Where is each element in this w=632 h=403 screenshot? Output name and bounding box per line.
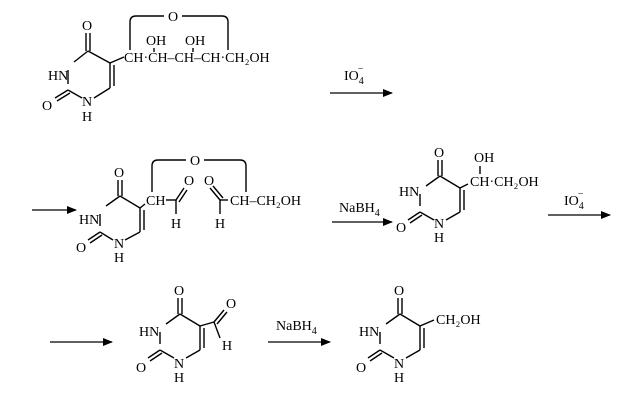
chain1-ring-o: O: [168, 10, 178, 25]
chain3-oh: OH: [474, 151, 494, 166]
chain2-ch: CH: [146, 194, 165, 209]
atom-o-c4: O: [82, 19, 92, 34]
arrow-periodate-2: IO4−: [548, 189, 611, 219]
molecule-1-nucleoside: O HN O N H CH·CH–CH–CH·CH₂OH OH OH O: [42, 10, 270, 125]
atom-o-ald-1: O: [184, 174, 194, 189]
arrow-periodate-1: IO4−: [330, 64, 393, 97]
molecule-3-diol: O HN O N H CH·CH₂OH OH: [396, 146, 539, 246]
reagent-borohydride-1: NaBH4: [339, 201, 380, 219]
atom-o-c4-2: O: [114, 166, 124, 181]
reagent-periodate-1: IO4−: [344, 64, 364, 87]
atom-hn-3: HN: [48, 69, 68, 84]
atom-h-ald-1: H: [171, 217, 181, 232]
arrow-borohydride-2: NaBH4: [268, 319, 331, 346]
molecule-4-aldehyde: O HN O N H O H: [136, 284, 236, 386]
molecule-2-dialdehyde: O HN O N H CH O H O H CH–CH₂OH O: [76, 154, 301, 266]
molecule-5-hydroxymethyluracil: O HN O N H CH₂OH: [356, 284, 481, 386]
chain2-ring-o: O: [190, 154, 200, 169]
atom-n-1-2: N: [114, 237, 124, 252]
chain1-text: CH·CH–CH–CH·CH₂OH: [124, 51, 270, 66]
atom-hn-3-5: HN: [359, 325, 379, 340]
atom-h-cho: H: [222, 339, 232, 354]
chain1-oh-2: OH: [185, 34, 205, 49]
atom-o-c4-5: O: [394, 284, 404, 299]
atom-h-n1-4: H: [174, 371, 184, 386]
atom-h-n1-2: H: [114, 251, 124, 266]
chain3-ch: CH·CH₂OH: [470, 175, 539, 190]
atom-hn-3-3: HN: [399, 185, 419, 200]
atom-o-c2-4: O: [136, 361, 146, 376]
atom-o-c2-2: O: [76, 241, 86, 256]
atom-h-n1-3: H: [434, 231, 444, 246]
chain5-ch2oh: CH₂OH: [436, 313, 481, 328]
reagent-borohydride-2: NaBH4: [276, 319, 317, 337]
atom-h-n1: H: [82, 110, 92, 125]
atom-n-1: N: [82, 95, 92, 110]
atom-o-c2-5: O: [356, 361, 366, 376]
atom-o-ald-2: O: [204, 174, 214, 189]
chain1-oh-1: OH: [146, 34, 166, 49]
atom-o-c2-3: O: [396, 221, 406, 236]
atom-n-1-4: N: [174, 357, 184, 372]
chain2-ch2oh: CH–CH₂OH: [230, 194, 301, 209]
atom-o-c4-4: O: [174, 284, 184, 299]
atom-o-c4-3: O: [434, 146, 444, 161]
atom-n-1-3: N: [434, 217, 444, 232]
atom-h-n1-5: H: [394, 371, 404, 386]
atom-o-cho: O: [226, 297, 236, 312]
atom-hn-3-2: HN: [79, 213, 99, 228]
atom-o-c2: O: [42, 99, 52, 114]
atom-hn-3-4: HN: [139, 325, 159, 340]
atom-h-ald-2: H: [215, 217, 225, 232]
arrow-borohydride-1: NaBH4: [332, 201, 393, 226]
atom-n-1-5: N: [394, 357, 404, 372]
reagent-periodate-2: IO4−: [564, 189, 584, 212]
